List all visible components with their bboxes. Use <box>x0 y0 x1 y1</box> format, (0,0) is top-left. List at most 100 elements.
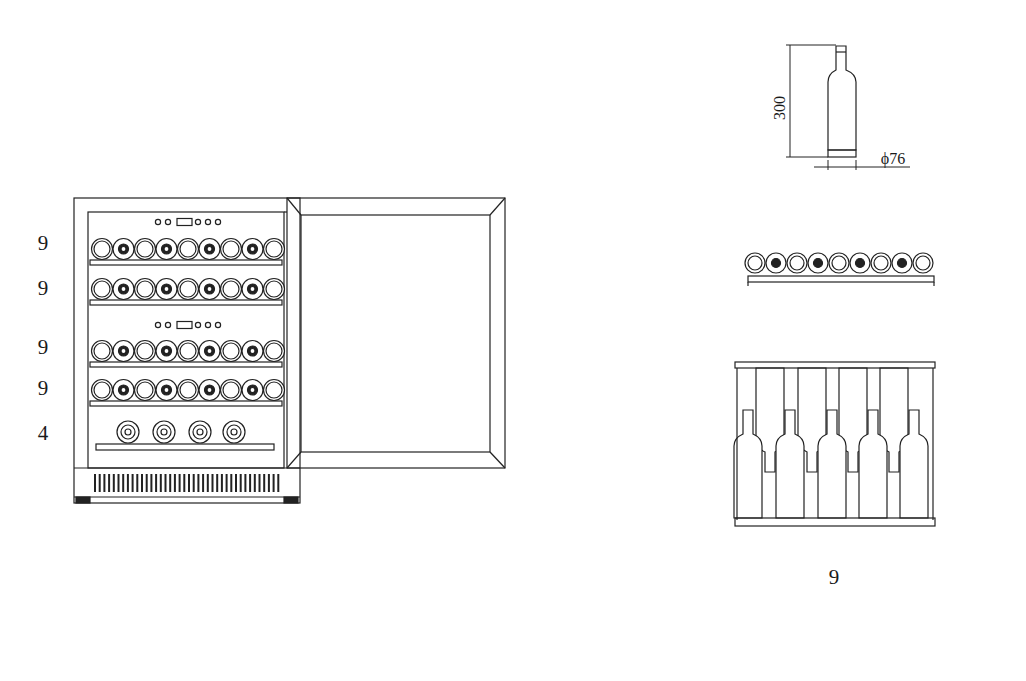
vent-slat <box>263 474 265 492</box>
bottle-neck <box>121 247 126 252</box>
bottle-end <box>871 253 891 273</box>
bottle-neck <box>248 385 258 395</box>
bottle-neck <box>119 346 129 356</box>
bottle-end <box>117 421 139 443</box>
vent-slat <box>165 474 167 492</box>
shelf-capacity: 9 <box>38 233 49 254</box>
vent-slat <box>160 474 162 492</box>
bottle-neck <box>207 247 212 252</box>
vent-slat <box>277 474 279 492</box>
vent-slat <box>268 474 270 492</box>
cabinet-outline <box>74 198 300 503</box>
control-button <box>215 219 220 224</box>
vent-slat <box>183 474 185 492</box>
bottle-base <box>125 429 131 435</box>
bottle-end <box>178 239 199 260</box>
control-button <box>195 219 200 224</box>
vent-slat <box>254 474 256 492</box>
bottle-base <box>223 343 239 359</box>
bottle-end <box>199 279 220 300</box>
bottle-end <box>178 380 199 401</box>
bottle-neck <box>856 259 865 268</box>
bottle-end <box>913 253 933 273</box>
bottle-base <box>180 343 196 359</box>
shelf-leg <box>747 282 748 286</box>
bottle-base <box>180 241 196 257</box>
vent-slat <box>212 474 214 492</box>
bottle-neck <box>119 284 129 294</box>
bottle-base <box>157 425 171 439</box>
bottle-base <box>180 382 196 398</box>
vent-slat <box>174 474 176 492</box>
vent-slat <box>273 474 275 492</box>
bottle-base <box>121 425 135 439</box>
door-bevel <box>490 198 505 215</box>
control-button <box>165 219 170 224</box>
shelf <box>90 260 282 265</box>
vent-slat <box>118 474 120 492</box>
bottle-neck <box>164 287 169 292</box>
shelf-frame <box>735 362 935 368</box>
bottle-neck <box>205 346 215 356</box>
control-button <box>155 219 160 224</box>
vent-slat <box>249 474 251 492</box>
vent-slat <box>188 474 190 492</box>
standing-bottle <box>776 410 804 518</box>
bottle-base <box>832 256 846 270</box>
control-button <box>165 322 170 327</box>
vent-slat <box>94 474 96 492</box>
vent-slat <box>179 474 181 492</box>
bottle-base <box>94 241 110 257</box>
bottle-neck <box>207 388 212 393</box>
bottle-neck <box>205 244 215 254</box>
bottle-neck <box>121 349 126 354</box>
shelf <box>96 444 274 450</box>
bottle-end <box>787 253 807 273</box>
vent-slat <box>99 474 101 492</box>
bottle-neck <box>119 385 129 395</box>
bottle-end <box>745 253 765 273</box>
control-button <box>205 322 210 327</box>
vent-slat <box>259 474 261 492</box>
vent-slat <box>155 474 157 492</box>
bottle-neck <box>205 385 215 395</box>
bottle-base <box>197 429 203 435</box>
bottle-outline <box>828 46 856 150</box>
bottle-neck <box>898 259 907 268</box>
shelf-capacity: 9 <box>38 378 49 399</box>
bottle-base <box>161 429 167 435</box>
bottle-base <box>193 425 207 439</box>
vent-slat <box>193 474 195 492</box>
bottle-end <box>178 341 199 362</box>
bottle-base <box>223 241 239 257</box>
bottle-neck <box>164 247 169 252</box>
diameter-dimension: ϕ76 <box>881 151 905 167</box>
dimension-extension <box>786 157 828 158</box>
bottle-neck <box>250 388 255 393</box>
bottle-end <box>135 380 156 401</box>
bottle-end <box>221 279 242 300</box>
vent-slat <box>230 474 232 492</box>
dimension-extension <box>856 160 857 170</box>
bottle-base <box>790 256 804 270</box>
bottle-end <box>850 253 870 273</box>
bottle-end <box>199 341 220 362</box>
vent-slat <box>244 474 246 492</box>
bottle-end <box>113 279 134 300</box>
bottle-base <box>94 343 110 359</box>
bottle-neck <box>250 349 255 354</box>
bottle-end <box>829 253 849 273</box>
shelf-capacity: 9 <box>38 337 49 358</box>
vent-slat <box>240 474 242 492</box>
dimension-extension <box>786 45 836 46</box>
bottle-neck <box>164 388 169 393</box>
bottle-base <box>266 382 282 398</box>
bottle-neck <box>248 244 258 254</box>
bottle-end <box>189 421 211 443</box>
cabinet-inner <box>88 212 284 468</box>
bottle-base <box>223 281 239 297</box>
vent-slat <box>169 474 171 492</box>
standing-bottle <box>859 410 887 518</box>
shelf-capacity: 9 <box>829 567 840 588</box>
